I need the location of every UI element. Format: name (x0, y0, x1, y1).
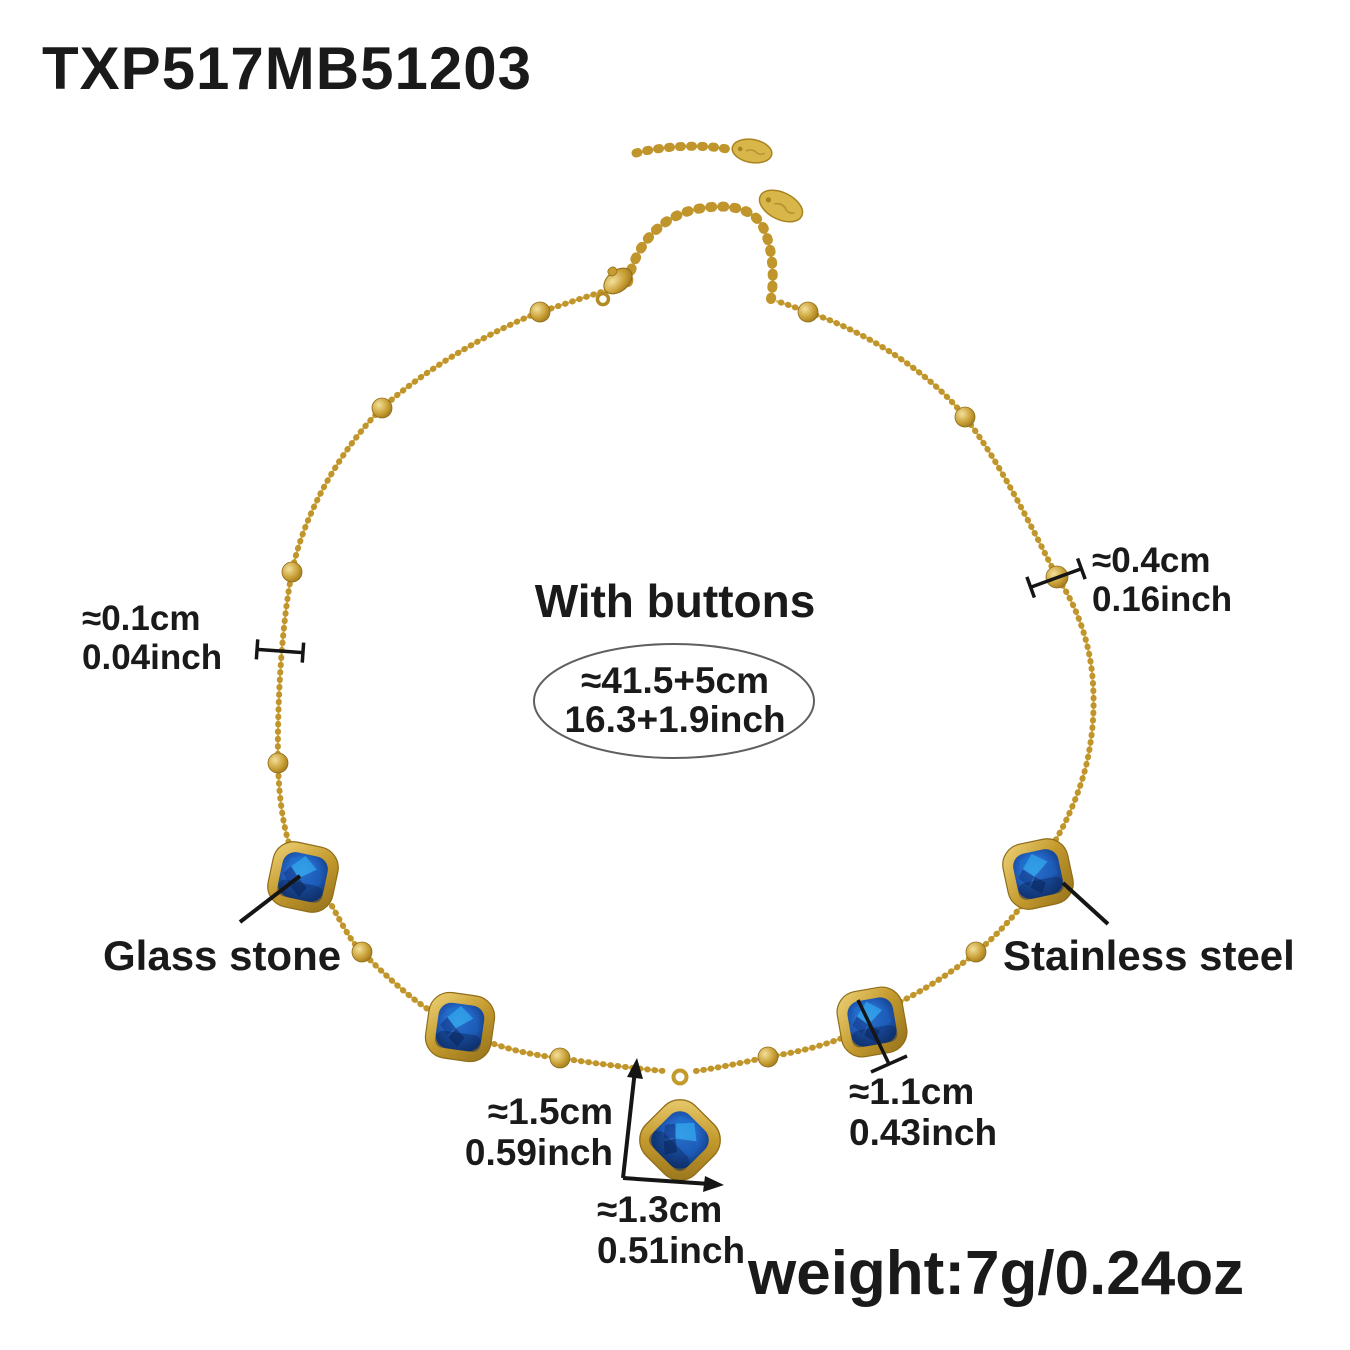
bead-diameter-caliper (1025, 557, 1087, 599)
stainless-steel-label: Stainless steel (1003, 932, 1295, 979)
weight-label: weight:7g/0.24oz (748, 1239, 1245, 1308)
bead (371, 397, 393, 419)
pendant-stone (629, 1089, 731, 1191)
lobster-clasp (595, 266, 633, 307)
pendant-width-inch: 0.51inch (597, 1229, 746, 1271)
bead-diameter-inch: 0.16inch (1092, 579, 1233, 619)
extension-top-piece-links (631, 141, 732, 158)
bead (529, 301, 551, 323)
length-callout-oval (533, 643, 815, 759)
station-stone-caliper (856, 999, 908, 1074)
pendant-width-arrow (622, 1176, 724, 1192)
pendant-width-cm: ≈1.3cm (597, 1189, 723, 1230)
bead (351, 941, 373, 963)
pendant-height-annotation: ≈1.5cm 0.59inch (433, 1091, 613, 1173)
length-callout-title: With buttons (534, 575, 816, 627)
bead (267, 752, 289, 774)
glass-stone-upper-right (998, 834, 1078, 914)
bead-diameter-annotation: ≈0.4cm 0.16inch (1092, 541, 1233, 619)
pendant-height-cm: ≈1.5cm (487, 1091, 613, 1132)
pendant-height-inch: 0.59inch (464, 1131, 613, 1173)
length-callout-values: ≈41.5+5cm 16.3+1.9inch (534, 645, 816, 757)
glass-stone-lower-right (833, 983, 911, 1061)
length-cm-value: ≈41.5+5cm (581, 660, 769, 702)
pendant-height-arrow (621, 1058, 643, 1179)
station-stone-cm: ≈1.1cm (849, 1071, 975, 1112)
bead (757, 1046, 779, 1068)
station-stone-annotation: ≈1.1cm 0.43inch (849, 1071, 998, 1153)
length-inch-value: 16.3+1.9inch (564, 699, 786, 740)
bead (954, 406, 976, 428)
pendant-width-annotation: ≈1.3cm 0.51inch (597, 1189, 746, 1271)
measurement-marks (238, 557, 1110, 1192)
station-stone-inch: 0.43inch (849, 1111, 998, 1153)
bead (965, 941, 987, 963)
extension-arc (626, 205, 774, 300)
pendant-bail (671, 1068, 689, 1086)
brand-tag (758, 189, 804, 223)
brand-tag (731, 138, 773, 164)
extension-arc-links (623, 201, 778, 304)
chain-width-cm: ≈0.1cm (82, 599, 201, 638)
bead (281, 561, 303, 583)
chain-width-inch: 0.04inch (82, 637, 223, 677)
station-beads (267, 301, 1069, 1069)
stainless-steel-pointer-line (1061, 881, 1110, 926)
chain-width-annotation: ≈0.1cm 0.04inch (82, 599, 223, 677)
glass-stone-lower-left (422, 989, 498, 1065)
extension-chain (623, 138, 804, 304)
sku-title: TXP517MB51203 (42, 35, 532, 102)
chain-width-caliper (254, 639, 306, 663)
glass-stone-label: Glass stone (103, 932, 342, 979)
bead-diameter-cm: ≈0.4cm (1092, 541, 1211, 580)
bead (549, 1047, 571, 1069)
bead (797, 301, 819, 323)
glass-stone-pointer-line (238, 874, 302, 924)
